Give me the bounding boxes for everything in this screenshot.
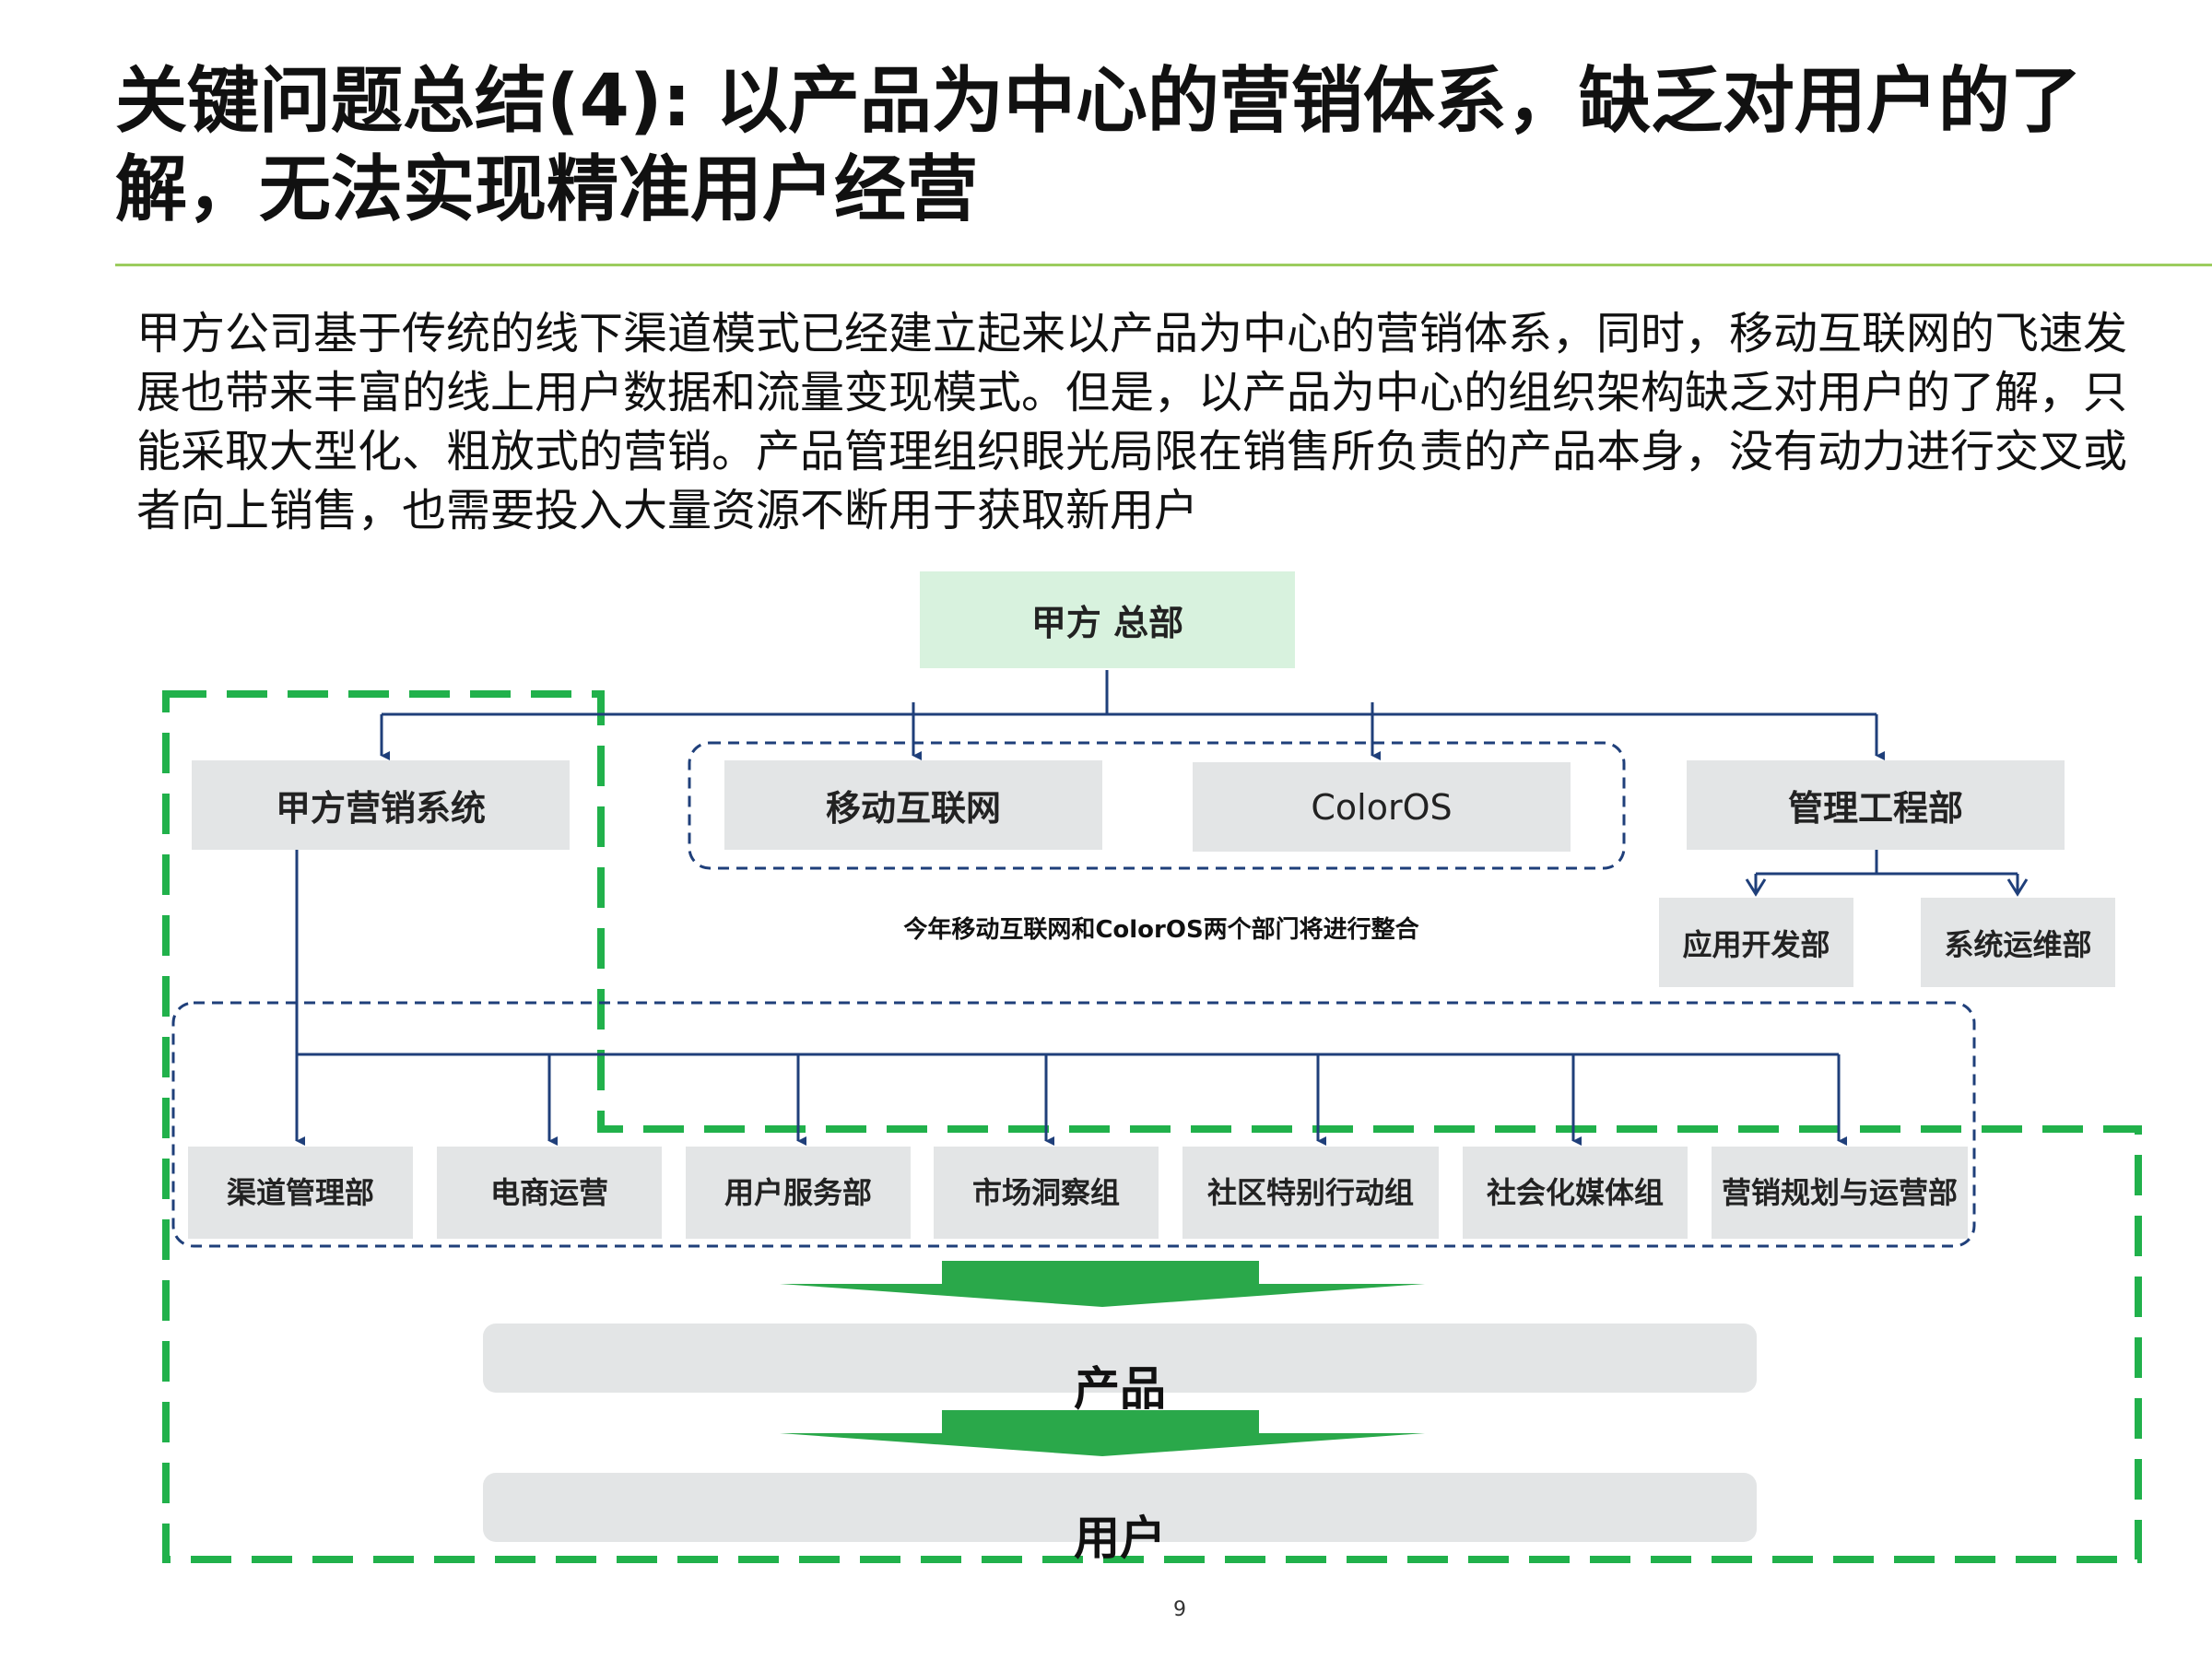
green-arrow-to-user bbox=[780, 1410, 1425, 1456]
org-coloros: ColorOS bbox=[1193, 762, 1571, 852]
connector-appdev-head bbox=[1745, 878, 1767, 897]
product-label: 产品 bbox=[1074, 1362, 1166, 1416]
org-sys-ops: 系统运维部 bbox=[1921, 898, 2115, 987]
dept-community-task-force: 社区特别行动组 bbox=[1182, 1147, 1439, 1239]
org-mobile-internet: 移动互联网 bbox=[724, 760, 1102, 850]
user-band: 用户 bbox=[483, 1473, 1757, 1565]
intro-paragraph: 甲方公司基于传统的线下渠道模式已经建立起来以产品为中心的营销体系，同时，移动互联… bbox=[136, 308, 2128, 536]
connector-ops-head bbox=[2006, 878, 2029, 897]
dept-channel-mgmt: 渠道管理部 bbox=[188, 1147, 413, 1239]
marketing-scope-outline bbox=[162, 690, 2142, 1563]
org-engineering: 管理工程部 bbox=[1687, 760, 2065, 850]
dept-ecommerce: 电商运营 bbox=[437, 1147, 662, 1239]
org-root-hq: 甲方 总部 bbox=[920, 571, 1295, 668]
merge-group-outline bbox=[688, 741, 1626, 870]
product-band: 产品 bbox=[483, 1324, 1757, 1416]
dept-market-insight: 市场洞察组 bbox=[934, 1147, 1159, 1239]
page-number: 9 bbox=[1173, 1598, 1186, 1621]
dept-user-service: 用户服务部 bbox=[686, 1147, 911, 1239]
merge-note: 今年移动互联网和ColorOS两个部门将进行整合 bbox=[903, 916, 1419, 944]
dept-marketing-planning: 营销规划与运营部 bbox=[1712, 1147, 1968, 1239]
user-label: 用户 bbox=[1074, 1512, 1166, 1565]
slide-title: 关键问题总结(4): 以产品为中心的营销体系，缺乏对用户的了解，无法实现精准用户… bbox=[115, 60, 2082, 231]
org-marketing-system: 甲方营销系统 bbox=[192, 760, 570, 850]
org-app-dev: 应用开发部 bbox=[1659, 898, 1853, 987]
title-divider bbox=[115, 264, 2212, 266]
dept-social-media: 社会化媒体组 bbox=[1463, 1147, 1688, 1239]
green-arrow-to-product bbox=[780, 1261, 1425, 1307]
